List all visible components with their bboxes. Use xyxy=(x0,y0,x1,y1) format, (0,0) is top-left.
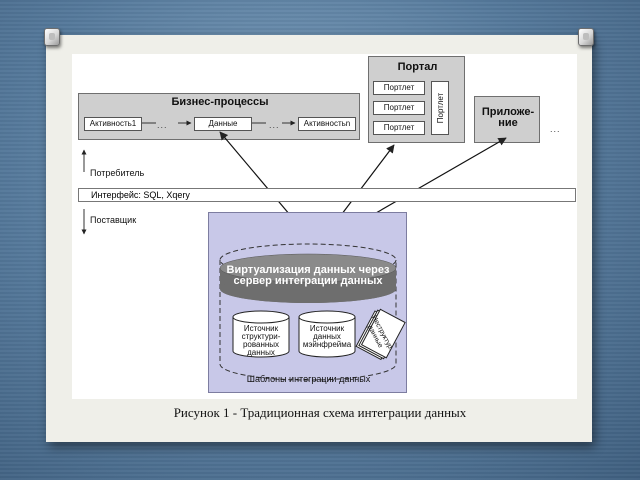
supplier-label: Поставщик xyxy=(90,215,137,225)
pushpin-right-icon xyxy=(578,28,594,46)
data-box: Данные xyxy=(194,117,252,131)
consumer-label: Потребитель xyxy=(90,168,145,178)
ellipsis-3: ... xyxy=(550,124,561,134)
mainframe-cylinder-body xyxy=(298,317,356,358)
pushpin-left-icon xyxy=(44,28,60,46)
business-processes-box: Бизнес-процессы Активность1 ... Данные .… xyxy=(78,93,360,140)
virtualization-disk-top xyxy=(219,253,397,283)
mainframe-cylinder-top xyxy=(298,310,356,324)
portlet-3: Портлет xyxy=(373,121,425,135)
virtualization-disk-bottom xyxy=(220,275,396,303)
activity1-box: Активность1 xyxy=(84,117,142,131)
integration-panel: Виртуализация данных через сервер интегр… xyxy=(208,212,407,393)
application-box: Приложе- ние xyxy=(474,96,540,143)
business-processes-title: Бизнес-процессы xyxy=(171,96,269,108)
structured-cylinder-top xyxy=(232,310,290,324)
figure-caption: Рисунок 1 - Традиционная схема интеграци… xyxy=(173,405,467,420)
portlet-1: Портлет xyxy=(373,81,425,95)
portal-title: Портал xyxy=(397,61,438,73)
activityn-box: Активностьn xyxy=(298,117,356,131)
virtualization-label-line1: Виртуализация данных через xyxy=(226,264,390,276)
unstructured-doc-stack xyxy=(355,308,406,361)
templates-label: Шаблоны интеграции данных xyxy=(246,374,371,384)
diagram-area: Бизнес-процессы Активность1 ... Данные .… xyxy=(72,54,577,399)
outer-cylinder-body xyxy=(219,260,397,381)
application-title: Приложе- ние xyxy=(481,106,535,129)
mainframe-source-label: Источник данных мэйнфрейма xyxy=(302,324,352,349)
interface-bar: Интерфейс: SQL, Xqery xyxy=(78,188,576,202)
integration-shapes xyxy=(219,243,406,381)
ellipsis-1: ... xyxy=(157,120,168,130)
structured-source-label: Источник структури-рованных данных xyxy=(241,324,281,357)
portlet-2: Портлет xyxy=(373,101,425,115)
virtualization-label-line2: сервер интеграции данных xyxy=(233,275,383,287)
portlet-vertical: Портлет xyxy=(431,81,449,135)
structured-cylinder-body xyxy=(232,317,290,358)
ellipsis-2: ... xyxy=(269,120,280,130)
portal-box: Портал Портлет Портлет Портлет Портлет xyxy=(368,56,465,143)
